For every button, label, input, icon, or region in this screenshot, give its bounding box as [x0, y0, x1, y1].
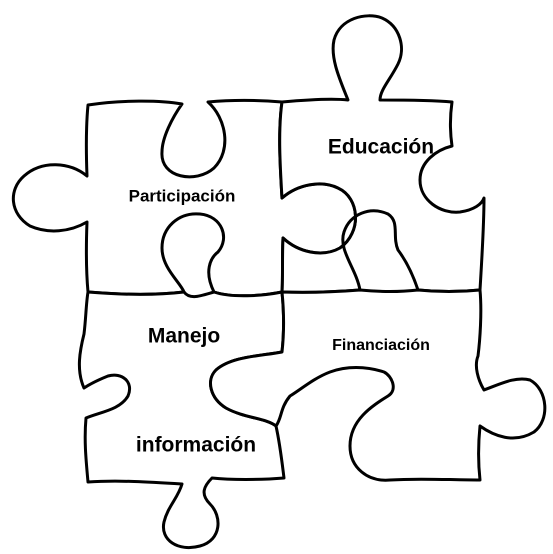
label-financiacion: Financiación	[332, 337, 430, 354]
label-educacion: Educación	[328, 136, 434, 159]
label-manejo: Manejo	[148, 325, 220, 348]
label-participacion: Participación	[129, 186, 236, 205]
label-informacion: información	[136, 434, 256, 457]
puzzle-piece-financiacion	[209, 288, 547, 482]
